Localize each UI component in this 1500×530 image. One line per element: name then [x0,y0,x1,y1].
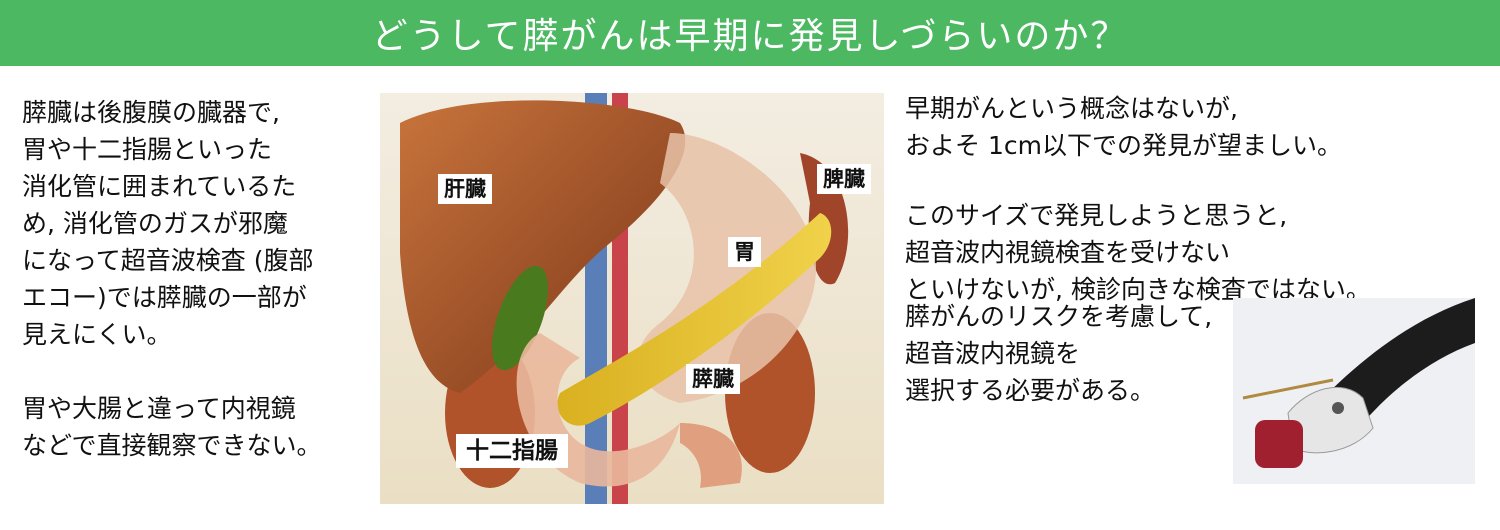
label-stomach: 胃 [728,237,761,267]
page-title: どうして膵がんは早期に発見しづらいのか？ [371,16,1129,57]
label-pancreas: 膵臓 [686,364,740,394]
endoscope-lens-shape [1332,402,1344,414]
jejunum-shape [680,423,742,488]
label-spleen: 脾臓 [817,164,871,194]
risk-selection-note: 膵がんのリスクを考慮して, 超音波内視鏡を 選択する必要がある。 [905,302,1213,405]
eus-requirement-note: このサイズで発見しようと思うと, 超音波内視鏡検査を受けない といけないが, 検… [905,201,1371,304]
label-duodenum: 十二指腸 [456,434,568,468]
liver-shape [400,100,686,393]
anatomy-illustration [380,93,884,504]
endoscope-shaft-shape [1323,298,1475,423]
title-banner: どうして膵がんは早期に発見しづらいのか？ [0,0,1500,66]
gallbladder-shape [492,265,548,371]
ultrasound-transducer-shape [1255,420,1303,468]
explanation-endoscopy: 胃や大腸と違って内視鏡 などで直接観察できない。 [22,394,322,460]
explanation-ultrasound: 膵臓は後腹膜の臓器で, 胃や十二指腸といった 消化管に囲まれているた め, 消化… [22,98,314,349]
label-liver: 肝臓 [438,174,492,204]
endoscope-tip-shape [1287,386,1374,454]
endoscope-photo [1233,298,1475,484]
early-detection-note: 早期がんという概念はないが, およそ 1cm以下での発見が望ましい。 [905,94,1342,160]
pancreas-shape [557,213,832,426]
endoscope-needle-shape [1242,378,1334,400]
